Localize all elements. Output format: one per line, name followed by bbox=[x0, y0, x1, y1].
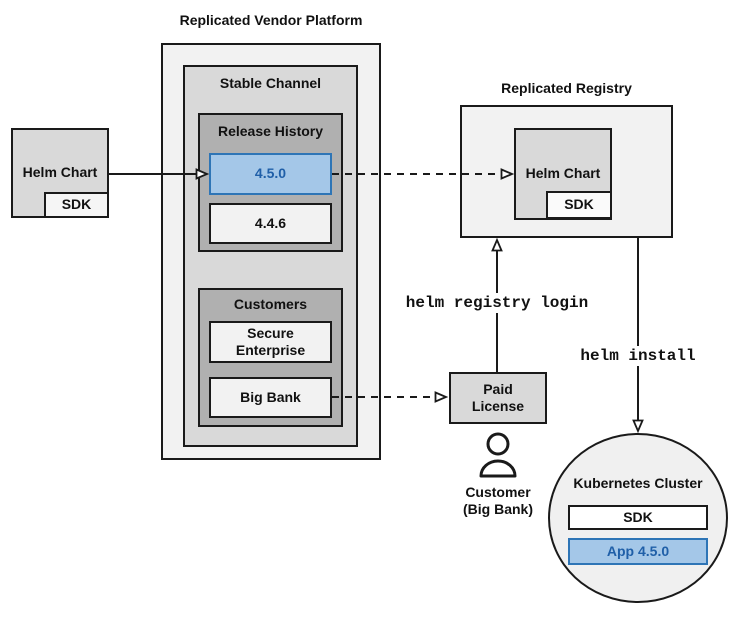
customer-secure-enterprise-label: Secure Enterprise bbox=[235, 324, 306, 358]
release-450-box: 4.5.0 bbox=[209, 153, 332, 195]
registry-sdk-box: SDK bbox=[546, 191, 612, 219]
source-sdk-label: SDK bbox=[61, 196, 92, 213]
vendor-platform-title: Replicated Vendor Platform bbox=[179, 12, 363, 28]
registry-helm-chart-label: Helm Chart bbox=[525, 165, 601, 182]
person-icon bbox=[479, 432, 517, 478]
source-helm-chart-label: Helm Chart bbox=[22, 164, 98, 181]
release-history-label: Release History bbox=[217, 123, 324, 139]
stable-channel-label: Stable Channel bbox=[219, 75, 322, 91]
cluster-app-label: App 4.5.0 bbox=[606, 542, 670, 559]
paid-license-box: Paid License bbox=[449, 372, 547, 424]
paid-license-label: Paid License bbox=[471, 380, 525, 414]
release-446-box: 4.4.6 bbox=[209, 203, 332, 244]
customer-secure-enterprise-box: Secure Enterprise bbox=[209, 321, 332, 363]
cluster-sdk-label: SDK bbox=[623, 508, 653, 525]
customer-label: Customer (Big Bank) bbox=[463, 484, 533, 517]
cmd-helm-install: helm install bbox=[575, 346, 701, 366]
registry-title: Replicated Registry bbox=[501, 80, 632, 96]
customer-big-bank-label: Big Bank bbox=[240, 388, 301, 405]
cluster-app-box: App 4.5.0 bbox=[568, 538, 708, 565]
customers-label: Customers bbox=[233, 296, 308, 312]
registry-sdk-label: SDK bbox=[564, 196, 594, 213]
release-446-label: 4.4.6 bbox=[254, 214, 287, 231]
kubernetes-cluster-label: Kubernetes Cluster bbox=[573, 475, 703, 491]
cluster-sdk-box: SDK bbox=[568, 505, 708, 530]
source-sdk-box: SDK bbox=[44, 192, 109, 218]
cmd-helm-registry-login: helm registry login bbox=[400, 293, 594, 313]
customer-big-bank-box: Big Bank bbox=[209, 377, 332, 418]
release-450-label: 4.5.0 bbox=[254, 165, 287, 182]
